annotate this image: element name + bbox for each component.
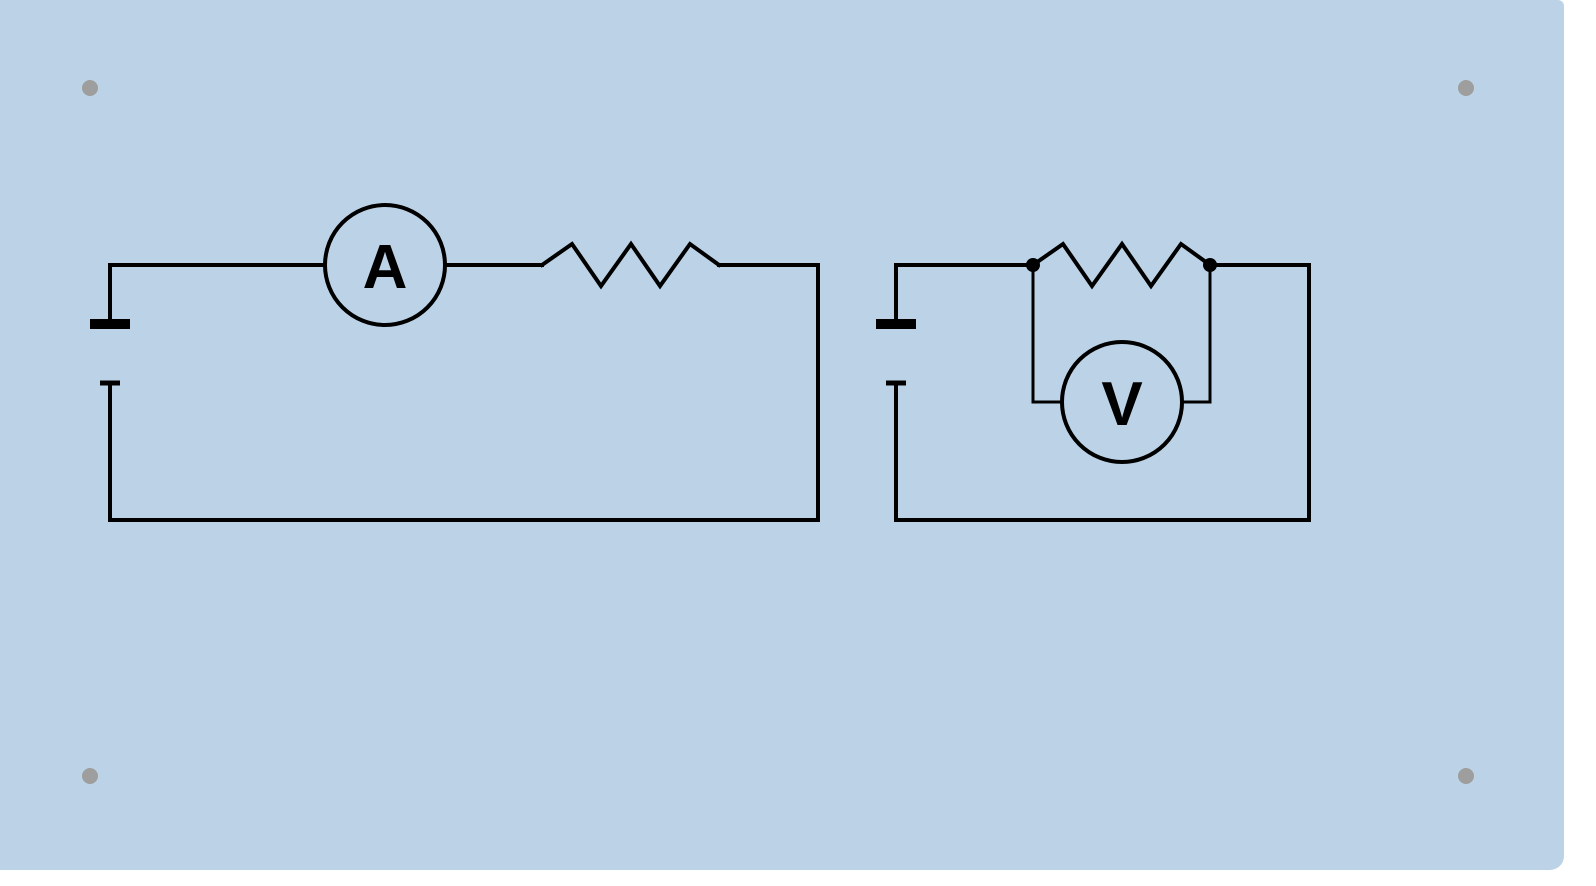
junction-dot-right	[1203, 258, 1217, 272]
resistor-left	[539, 240, 722, 290]
ammeter: A	[323, 203, 447, 327]
screw-bottom-right	[1458, 768, 1474, 784]
voltmeter-lead-left	[1031, 265, 1062, 404]
screw-top-right	[1458, 80, 1474, 96]
ammeter-circle	[323, 203, 447, 327]
circuit-ammeter: A	[90, 203, 820, 522]
ammeter-label: A	[363, 233, 408, 302]
voltmeter-label: V	[1101, 370, 1142, 439]
voltmeter-circle	[1060, 340, 1184, 464]
voltmeter: V	[1060, 340, 1184, 464]
wire-left-loop	[108, 263, 820, 522]
battery-right	[876, 319, 916, 386]
wire-right-loop	[894, 263, 1311, 522]
screw-bottom-left	[82, 768, 98, 784]
voltmeter-lead-right	[1182, 265, 1212, 404]
resistor-right	[1030, 240, 1213, 290]
wire-left-top-a	[108, 263, 327, 322]
junction-dot-left	[1026, 258, 1040, 272]
wire-right-top-a	[894, 263, 1035, 322]
circuit-voltmeter: V	[876, 240, 1311, 522]
screw-top-left	[82, 80, 98, 96]
battery-left	[90, 319, 130, 386]
diagram-board	[0, 0, 1564, 870]
